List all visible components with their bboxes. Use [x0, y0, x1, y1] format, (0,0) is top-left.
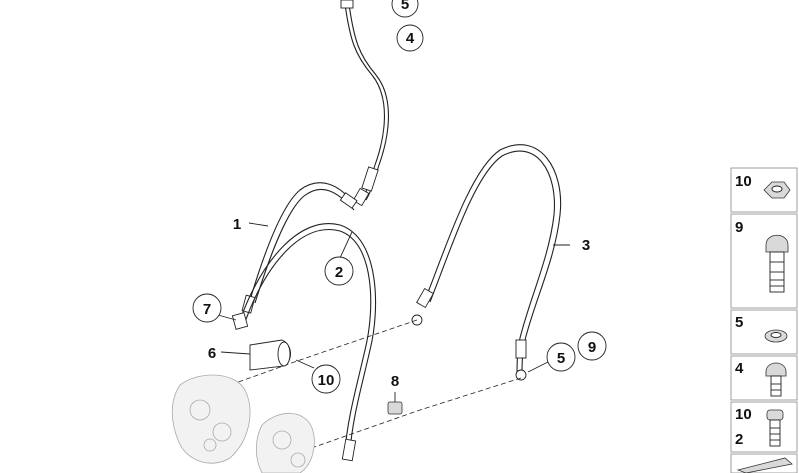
side-label-10-screw: 10: [735, 406, 752, 423]
leader-line: [295, 359, 315, 369]
callout-6: 6: [208, 345, 216, 362]
screw-icon: [766, 409, 784, 447]
bolt-icon: [765, 362, 787, 397]
callout-7: 7: [203, 301, 211, 318]
callout-3: 3: [582, 237, 590, 254]
callout-5-mid: 5: [557, 350, 565, 367]
nut-icon: [763, 181, 791, 199]
leader-line: [217, 314, 237, 321]
shim-icon: [736, 457, 793, 473]
brake-line-upper: [340, 0, 389, 207]
callout-5-top: 5: [401, 0, 409, 13]
assembly-line: [259, 377, 522, 469]
callout-2: 2: [335, 264, 343, 281]
clip-6: [249, 339, 291, 371]
brake-hose-1: [241, 182, 358, 314]
side-label-5: 5: [735, 314, 743, 331]
assembly-line: [229, 319, 418, 386]
pad-8: [387, 401, 403, 415]
brake-hose-2: [239, 223, 377, 462]
callout-1: 1: [233, 216, 241, 233]
callout-10: 10: [318, 372, 335, 389]
side-label-10-nut: 10: [735, 173, 752, 190]
callout-8: 8: [391, 373, 399, 390]
side-label-9: 9: [735, 219, 743, 236]
callout-9: 9: [588, 339, 596, 356]
banjo-bolt-icon: [765, 234, 789, 293]
brake-caliper-right: [255, 412, 315, 473]
side-parts-panel: 10 9 5 4: [730, 167, 798, 473]
leader-line: [339, 231, 353, 259]
brake-caliper-left: [171, 374, 251, 464]
bracket-7: [231, 312, 249, 330]
leader-line: [248, 222, 269, 227]
side-label-2: 2: [735, 431, 743, 448]
side-label-4: 4: [735, 360, 744, 377]
washer-icon: [764, 329, 788, 343]
leader-line: [220, 351, 251, 355]
leader-line: [527, 361, 549, 373]
callout-4: 4: [406, 30, 415, 47]
brake-hose-3: [416, 144, 562, 381]
